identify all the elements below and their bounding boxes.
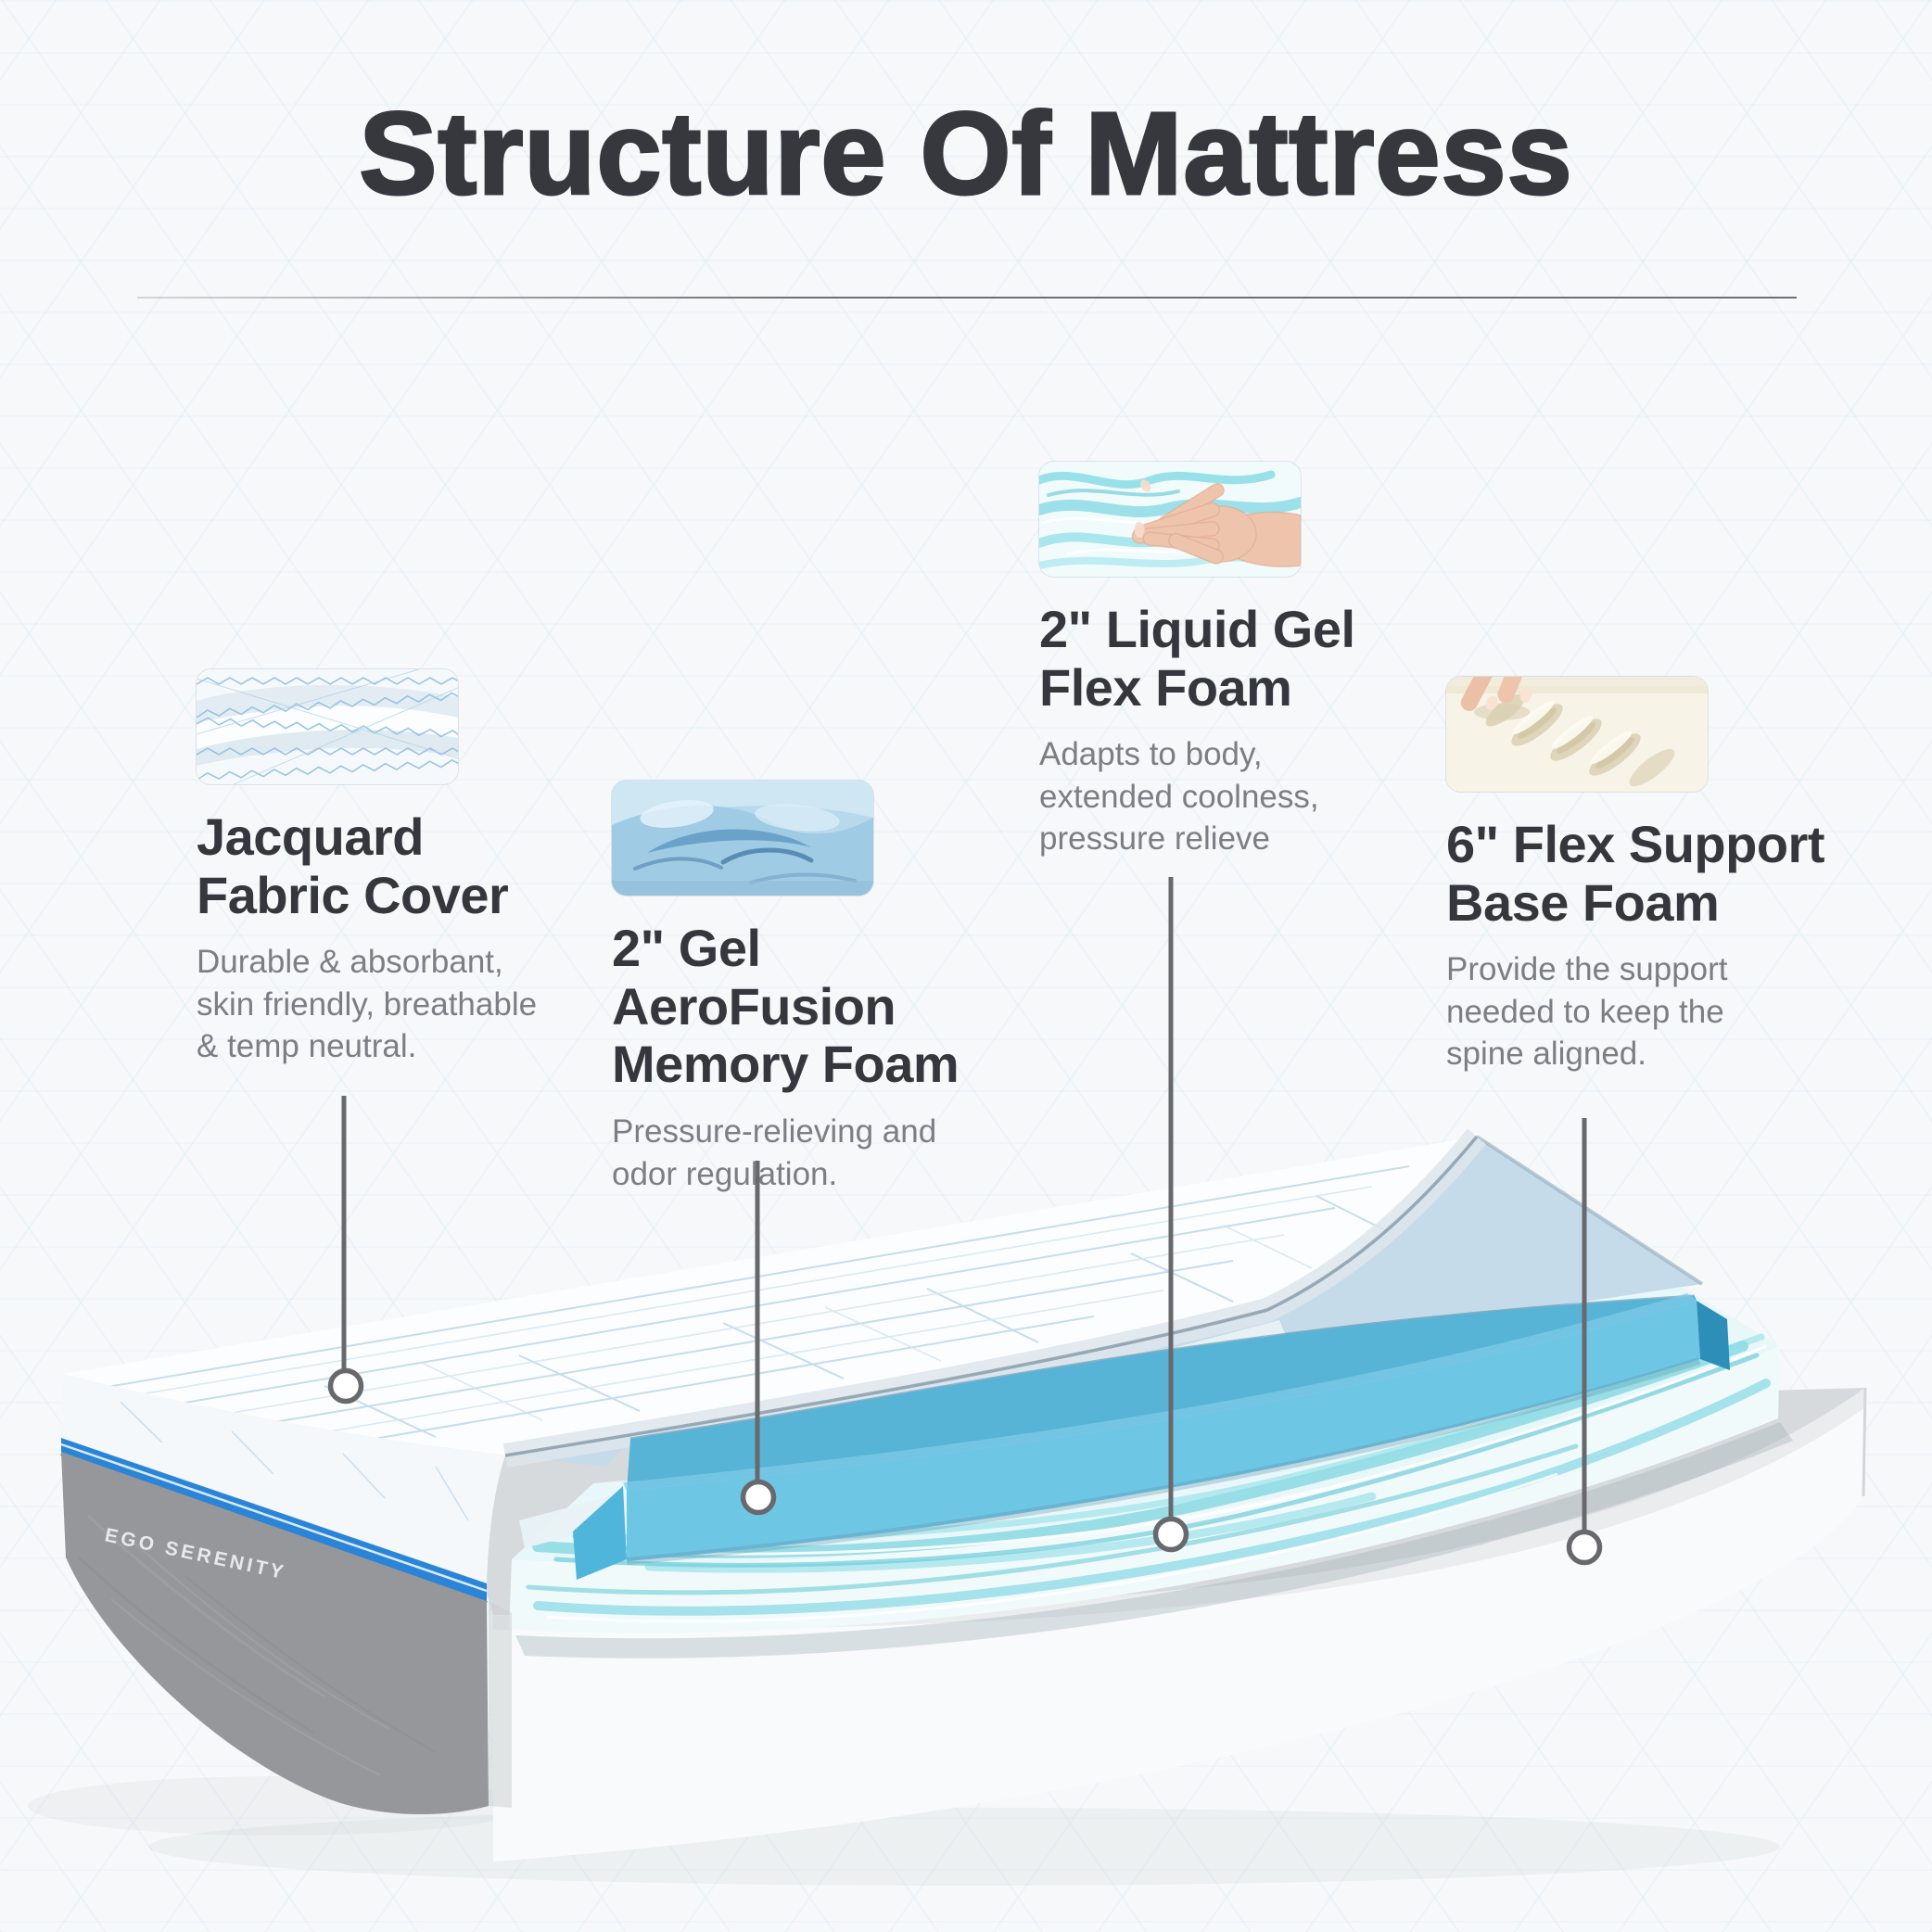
gel-memory-foam-photo bbox=[612, 781, 873, 896]
callout-description: Adapts to body, extended coolness, press… bbox=[1039, 736, 1319, 858]
liquid-gel-flex-foam-photo bbox=[1039, 462, 1301, 577]
callout-heading: 6" Flex Support Base Foam bbox=[1446, 815, 1825, 932]
leader-markers bbox=[327, 1367, 1603, 1566]
cover-side-panel: EGO SERENITY bbox=[61, 1452, 512, 1815]
callout-gel-aerofusion-memory-foam: 2" Gel AeroFusion Memory Foam Pressure-r… bbox=[612, 781, 1029, 1195]
marker-memory-foam bbox=[740, 1479, 777, 1516]
marker-liquid-gel bbox=[1152, 1516, 1189, 1553]
leader-lines bbox=[341, 877, 1587, 1532]
title-divider bbox=[137, 297, 1797, 299]
callout-description: Provide the support needed to keep the s… bbox=[1446, 951, 1728, 1073]
marker-jacquard bbox=[327, 1367, 364, 1405]
flex-support-base-foam-photo bbox=[1446, 677, 1708, 792]
gel-layer-shadow bbox=[515, 1422, 1793, 1659]
callout-heading: 2" Gel AeroFusion Memory Foam bbox=[612, 919, 960, 1094]
jacquard-fabric-photo bbox=[197, 669, 458, 784]
marker-base-foam bbox=[1566, 1529, 1603, 1566]
callout-jacquard-fabric-cover: Jacquard Fabric Cover Durable & absorban… bbox=[197, 669, 614, 1068]
callout-heading: 2" Liquid Gel Flex Foam bbox=[1039, 600, 1355, 717]
memory-foam-slab bbox=[573, 1293, 1730, 1580]
jacquard-cover: EGO SERENITY bbox=[60, 1128, 1487, 1815]
quilt-stitch-lines bbox=[101, 1165, 1410, 1443]
callout-heading: Jacquard Fabric Cover bbox=[197, 807, 509, 924]
callout-description: Pressure-relieving and odor regulation. bbox=[612, 1113, 937, 1192]
hand-shape bbox=[1131, 482, 1301, 567]
callout-liquid-gel-flex-foam: 2" Liquid Gel Flex Foam Adapts to body, … bbox=[1039, 462, 1456, 860]
callout-description: Durable & absorbant, skin friendly, brea… bbox=[197, 944, 538, 1065]
quilt-stitch-lines-light bbox=[129, 1186, 1373, 1438]
page-title: Structure Of Mattress bbox=[358, 88, 1573, 219]
pressing-fingers bbox=[1460, 677, 1532, 711]
callout-flex-support-base-foam: 6" Flex Support Base Foam Provide the su… bbox=[1446, 677, 1863, 1075]
